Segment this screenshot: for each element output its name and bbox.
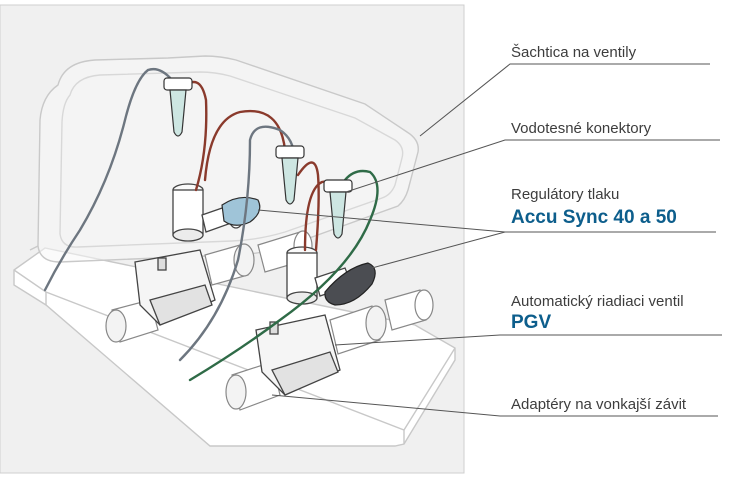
leader-regulators-2 — [371, 231, 506, 269]
leader-adapters — [271, 394, 718, 417]
wire-green — [188, 169, 379, 382]
leader-lines — [257, 63, 722, 417]
front-valve-body — [255, 246, 353, 396]
label-control-valve-model: PGV — [511, 312, 552, 333]
leader-control-valve — [334, 334, 722, 346]
wire-red-3 — [296, 161, 320, 252]
label-pressure-regulators-model: Accu Sync 40 a 50 — [511, 207, 677, 228]
connector-2 — [275, 145, 305, 205]
label-adapters: Adaptéry na vonkajší závit — [511, 396, 687, 413]
wire-gray-2 — [178, 125, 296, 362]
leader-connectors — [345, 139, 720, 193]
label-control-valve: Automatický riadiaci ventil — [511, 293, 684, 310]
label-waterproof-connectors: Vodotesné konektory — [511, 120, 652, 137]
valve-box-cover — [29, 55, 419, 263]
connector-3 — [323, 179, 353, 239]
wire-red-2 — [203, 109, 287, 182]
front-pressure-regulator — [324, 262, 376, 306]
wires — [43, 67, 379, 382]
leader-valve-box — [419, 63, 710, 137]
waterproof-connectors — [163, 77, 353, 239]
label-valve-box: Šachtica na ventily — [511, 44, 637, 61]
label-pressure-regulators: Regulátory tlaku — [511, 186, 620, 203]
wire-gray-left — [43, 67, 174, 292]
connector-1 — [163, 77, 193, 137]
back-pressure-regulator — [221, 196, 261, 226]
